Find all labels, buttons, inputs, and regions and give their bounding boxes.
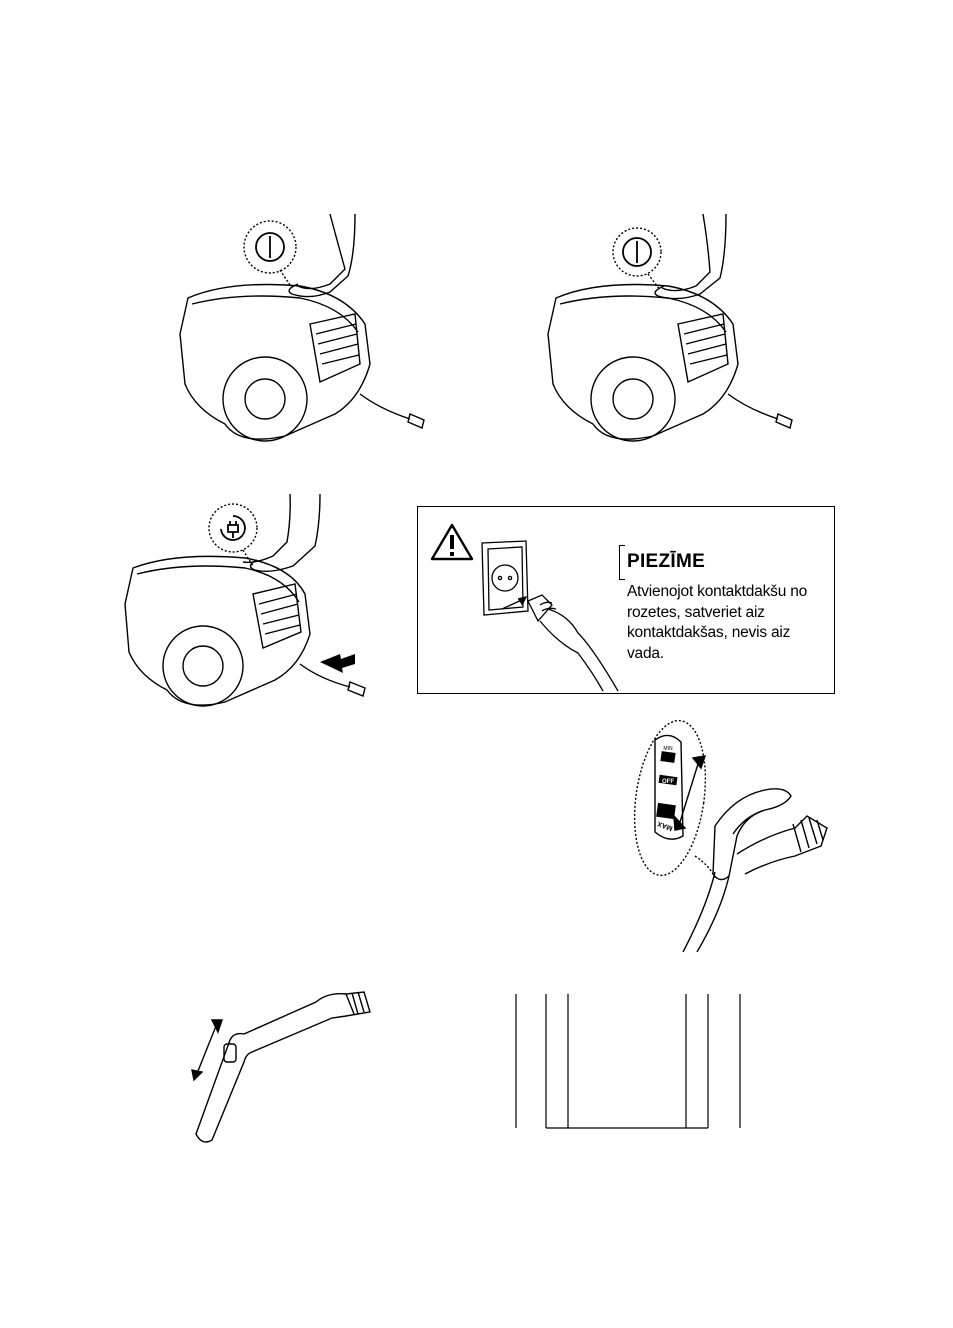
note-title: PIEZĪME <box>627 551 705 573</box>
push-arrow-icon <box>320 654 355 673</box>
power-icon <box>623 238 651 266</box>
wall-socket-illustration <box>482 541 618 691</box>
handle-label-top: MIN <box>663 746 673 752</box>
note-title-bracket <box>619 545 625 580</box>
plug-rewind-icon <box>221 516 245 540</box>
vacuum-cord-rewind-figure <box>115 494 385 724</box>
power-icon <box>256 233 284 261</box>
vacuum-power-figure-2 <box>538 214 808 454</box>
vacuum-power-figure-1 <box>170 214 440 454</box>
warning-triangle-icon <box>432 525 472 559</box>
telescopic-pipe-figure <box>186 984 382 1144</box>
hose-handle-figure: MIN OFF MAX <box>625 716 835 952</box>
handle-label-max: MAX <box>656 819 673 831</box>
note-text: Atvienojot kontaktdakšu no rozetes, satv… <box>627 582 827 664</box>
line-diagram-figure <box>510 990 750 1130</box>
handle-label-off: OFF <box>662 779 674 785</box>
